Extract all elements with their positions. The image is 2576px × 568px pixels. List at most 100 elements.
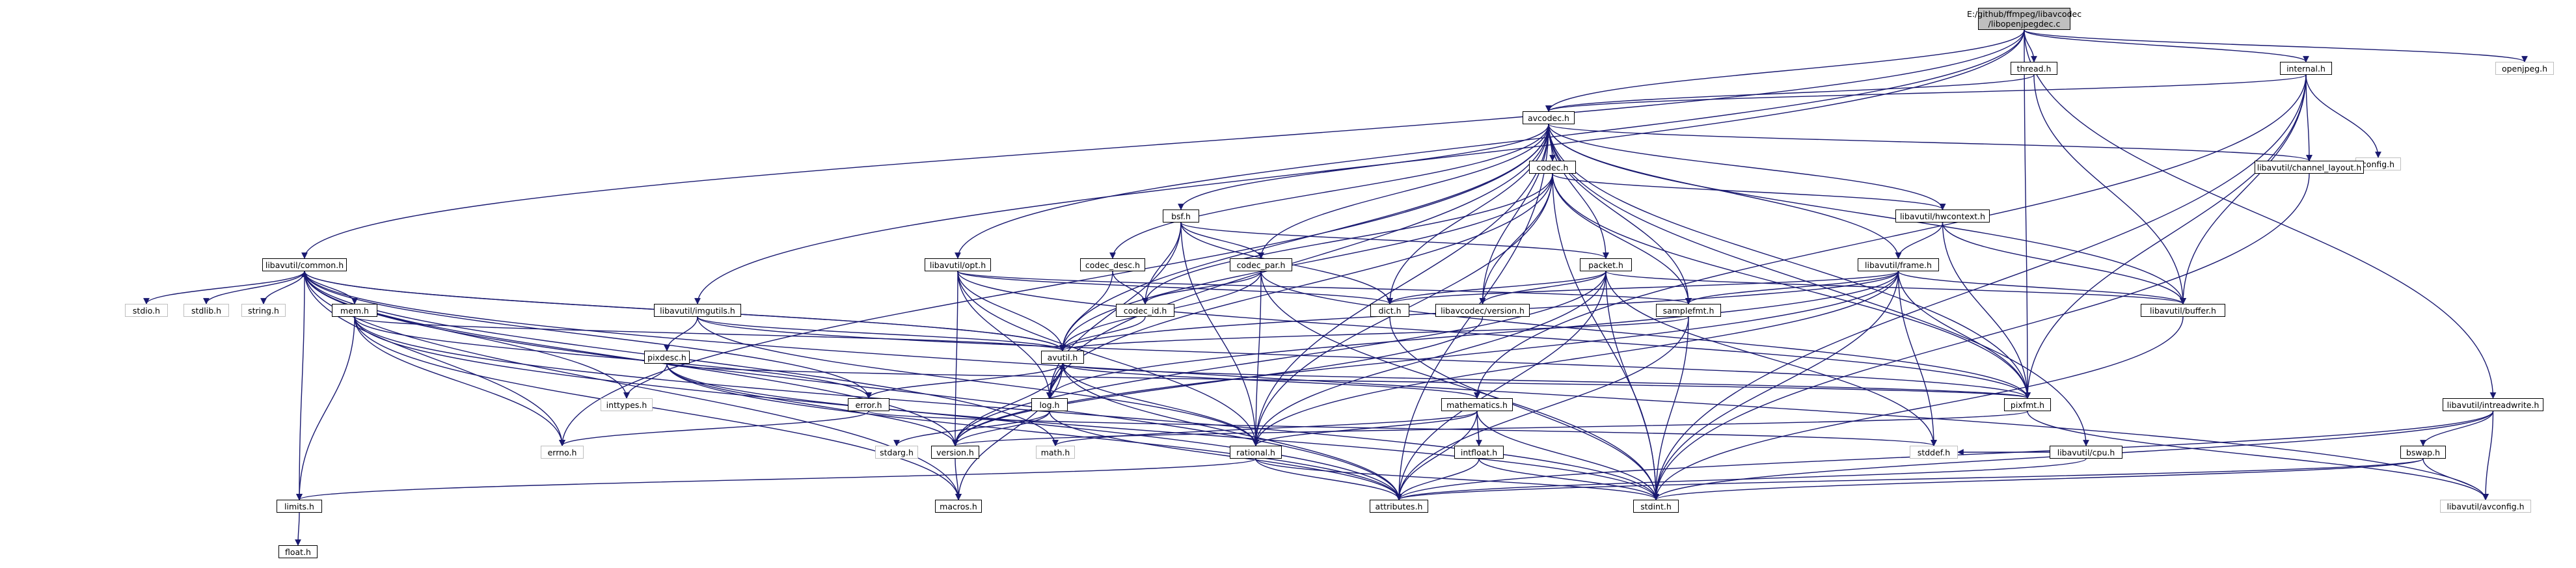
edge-codec-to-hwcontext: [1552, 173, 1946, 210]
edge-avcodec-to-dict: [1387, 124, 1549, 304]
edge-thread-to-avcodec: [1545, 74, 2035, 112]
node-codec-id[interactable]: codec_id.h: [1116, 304, 1174, 317]
edge-packet-to-lavc_version: [1479, 271, 1607, 304]
edge-avcodec-to-pixfmt: [1548, 124, 2031, 399]
node-mem[interactable]: mem.h: [332, 304, 377, 317]
node-hwcontext[interactable]: libavutil/hwcontext.h: [1895, 210, 1990, 223]
edge-pixdesc-to-version: [666, 363, 958, 446]
edge-codec_desc-to-avutil: [1059, 271, 1113, 351]
edge-version-to-macros: [955, 458, 962, 500]
edge-avcodec-to-avutil: [1059, 124, 1549, 351]
edge-packet-to-stddef: [1605, 271, 1937, 446]
edge-hwcontext-to-frame: [1895, 222, 1944, 259]
edge-pixdesc-to-attributes: [666, 363, 1402, 500]
node-limits[interactable]: limits.h: [277, 500, 322, 513]
node-macros[interactable]: macros.h: [935, 500, 982, 513]
node-float[interactable]: float.h: [278, 545, 318, 558]
edge-openjpegdec-to-opt: [955, 29, 2025, 259]
node-log[interactable]: log.h: [1031, 398, 1068, 411]
node-frame[interactable]: libavutil/frame.h: [1858, 258, 1939, 271]
node-samplefmt[interactable]: samplefmt.h: [1656, 304, 1721, 317]
node-pixdesc[interactable]: pixdesc.h: [644, 351, 690, 364]
edge-mem-to-limits: [296, 316, 355, 500]
edge-avcodec-to-codec_desc: [1109, 124, 1549, 259]
edge-opt-to-samplefmt: [957, 271, 1692, 304]
node-avutil[interactable]: avutil.h: [1041, 351, 1084, 364]
node-inttypes[interactable]: inttypes.h: [601, 398, 653, 411]
edge-codec-to-pixfmt: [1552, 173, 2031, 399]
node-openjpeg[interactable]: openjpeg.h: [2495, 62, 2554, 75]
edge-codec-to-lavc_version: [1479, 173, 1553, 304]
edge-codec_par-to-codec_id: [1142, 271, 1262, 304]
node-intreadwrite[interactable]: libavutil/intreadwrite.h: [2443, 398, 2543, 411]
edge-avcodec-to-bsf: [1178, 124, 1549, 210]
node-errno[interactable]: errno.h: [541, 446, 584, 459]
edge-common-to-mem: [304, 271, 358, 304]
edge-avcodec-to-packet: [1548, 124, 1609, 259]
edge-buffer-to-stdint: [1653, 316, 2184, 500]
node-error[interactable]: error.h: [848, 398, 889, 411]
edge-common-to-stdlib: [203, 271, 305, 304]
node-thread[interactable]: thread.h: [2011, 62, 2057, 75]
edge-common-to-limits: [296, 271, 305, 500]
node-bsf[interactable]: bsf.h: [1163, 210, 1199, 223]
edge-codec-to-stdint: [1552, 173, 1659, 500]
edge-bswap-to-stdint: [1653, 458, 2424, 500]
node-avcodec[interactable]: avcodec.h: [1523, 111, 1575, 124]
edge-avcodec-to-hwcontext: [1548, 124, 1946, 210]
edge-imgutils-to-pixfmt: [697, 316, 2031, 399]
edge-rational-to-attributes: [1255, 458, 1402, 500]
node-stdarg[interactable]: stdarg.h: [875, 446, 918, 459]
edge-packet-to-buffer: [1605, 271, 2186, 304]
edge-imgutils-to-avutil: [697, 316, 1066, 351]
edge-frame-to-dict: [1387, 271, 1899, 304]
node-stdint[interactable]: stdint.h: [1633, 500, 1679, 513]
edge-mathematics-to-attributes: [1396, 411, 1478, 500]
node-buffer[interactable]: libavutil/buffer.h: [2141, 304, 2225, 317]
node-channel-layout[interactable]: libavutil/channel_layout.h: [2255, 161, 2364, 174]
edge-bswap-to-attributes: [1396, 458, 2424, 500]
node-stddef[interactable]: stddef.h: [1910, 446, 1958, 459]
node-cpu[interactable]: libavutil/cpu.h: [2050, 446, 2122, 459]
node-common[interactable]: libavutil/common.h: [262, 258, 347, 271]
edge-avutil-to-pixfmt: [1062, 363, 2031, 399]
edge-common-to-attributes: [304, 271, 1402, 500]
edge-openjpegdec-to-pixfmt: [2024, 29, 2031, 399]
node-mathematics[interactable]: mathematics.h: [1441, 398, 1513, 411]
node-opt[interactable]: libavutil/opt.h: [925, 258, 991, 271]
node-attributes[interactable]: attributes.h: [1370, 500, 1428, 513]
node-internal[interactable]: internal.h: [2280, 62, 2332, 75]
node-codec[interactable]: codec.h: [1529, 161, 1576, 174]
edge-avcodec-to-rational: [1253, 124, 1549, 446]
node-stdlib[interactable]: stdlib.h: [183, 304, 229, 317]
edge-pixdesc-to-inttypes: [623, 363, 668, 399]
edge-log-to-attributes: [1049, 411, 1402, 500]
node-pixfmt[interactable]: pixfmt.h: [2004, 398, 2051, 411]
node-codec-desc[interactable]: codec_desc.h: [1080, 258, 1145, 271]
edge-internal-to-buffer: [2180, 74, 2307, 304]
edge-common-to-errno: [304, 271, 565, 446]
node-dict[interactable]: dict.h: [1370, 304, 1409, 317]
node-stdio[interactable]: stdio.h: [125, 304, 168, 317]
node-packet[interactable]: packet.h: [1580, 258, 1632, 271]
edge-mathematics-to-math: [1052, 411, 1478, 446]
node-avconfig[interactable]: libavutil/avconfig.h: [2440, 500, 2531, 513]
node-codec-par[interactable]: codec_par.h: [1230, 258, 1292, 271]
node-version[interactable]: version.h: [931, 446, 979, 459]
node-lavc-version[interactable]: libavcodec/version.h: [1435, 304, 1530, 317]
node-openjpegdec[interactable]: E:/github/ffmpeg/libavcodec /libopenjpeg…: [1966, 8, 2082, 30]
edge-codec_id-to-avutil: [1059, 316, 1146, 351]
node-config[interactable]: config.h: [2355, 157, 2401, 170]
edge-frame-to-version: [952, 271, 1899, 446]
edge-intreadwrite-to-avconfig: [2482, 411, 2494, 500]
node-math[interactable]: math.h: [1036, 446, 1075, 459]
edge-openjpegdec-to-openjpeg: [2024, 29, 2528, 62]
edge-avutil-to-mathematics: [1062, 363, 1480, 399]
node-intfloat[interactable]: intfloat.h: [1454, 446, 1504, 459]
node-string[interactable]: string.h: [241, 304, 286, 317]
node-bswap[interactable]: bswap.h: [2400, 446, 2446, 459]
edge-error-to-errno: [559, 411, 869, 446]
node-rational[interactable]: rational.h: [1230, 446, 1282, 459]
node-imgutils[interactable]: libavutil/imgutils.h: [654, 304, 741, 317]
